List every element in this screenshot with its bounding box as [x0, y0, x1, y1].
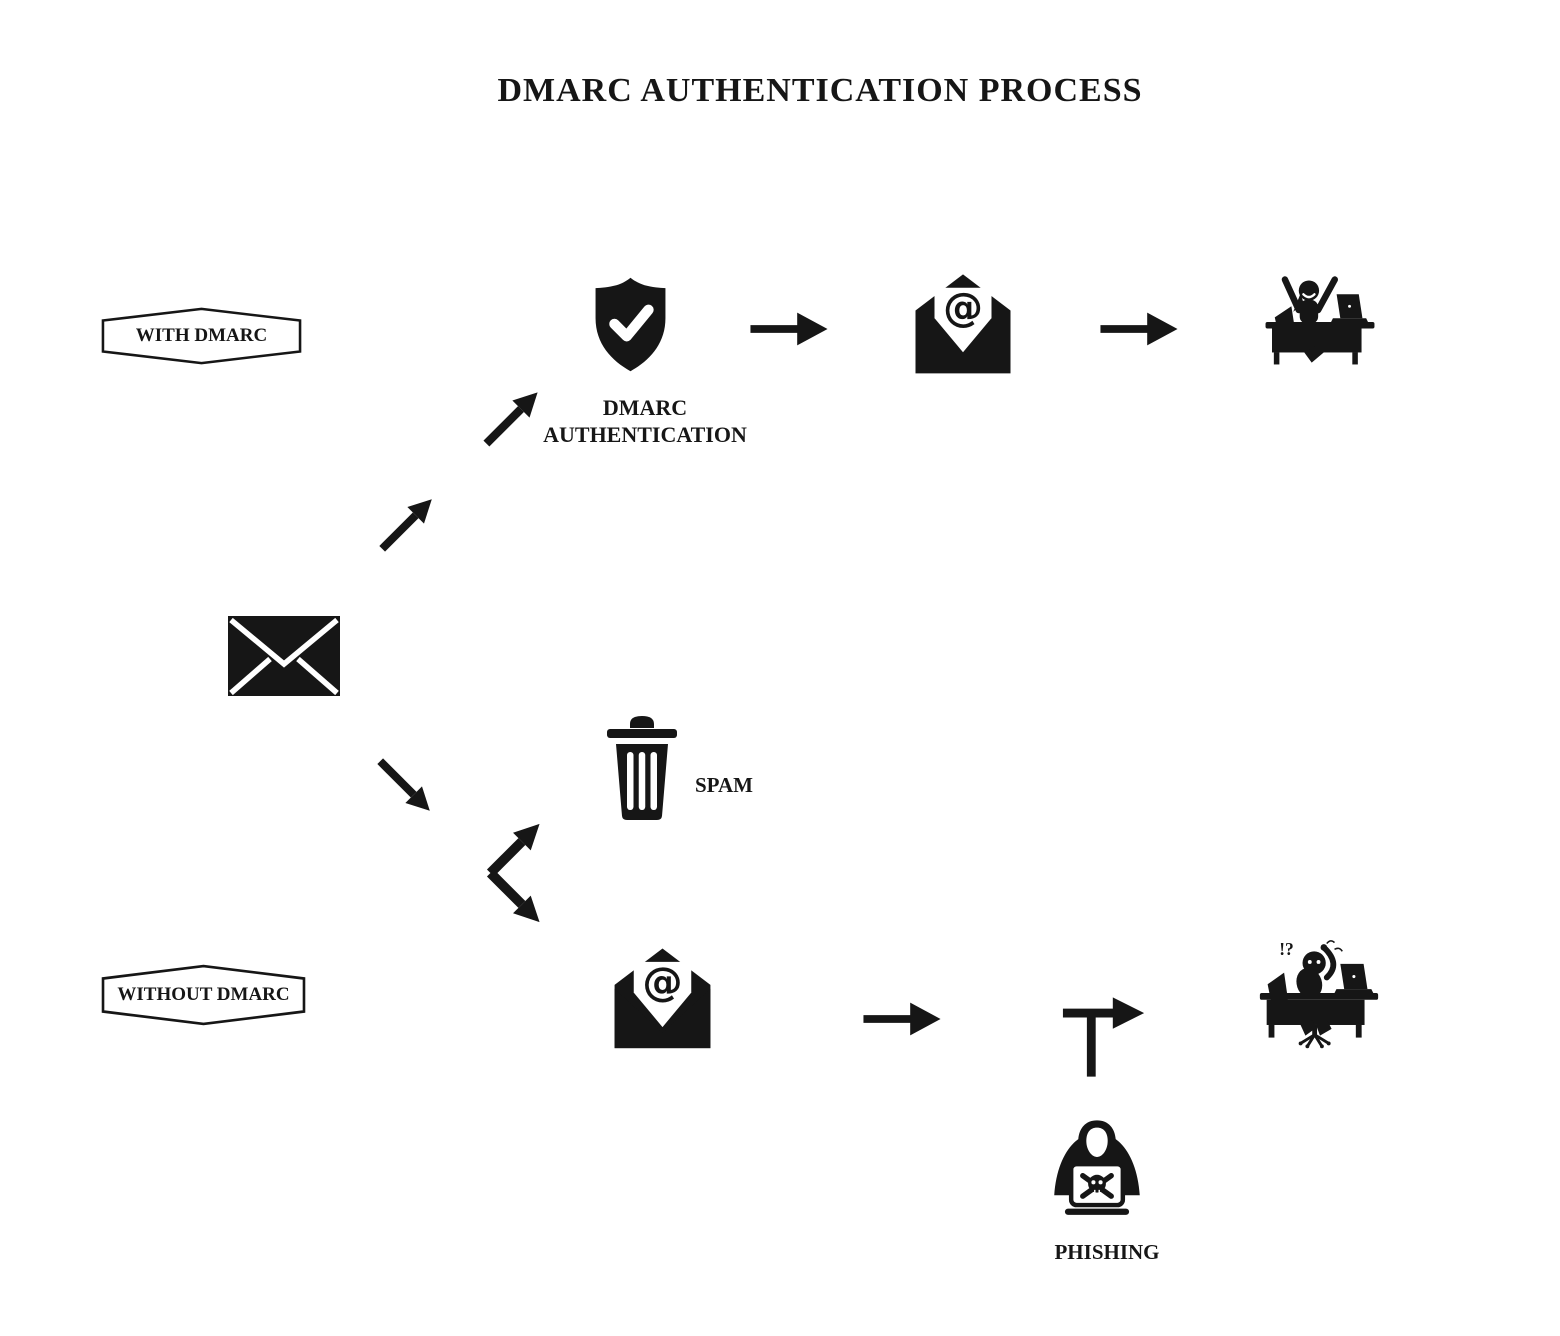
without-dmarc-badge: WITHOUT DMARC	[100, 963, 307, 1027]
with-dmarc-badge-label: WITH DMARC	[135, 325, 268, 346]
phishing-label: PHISHING	[1054, 1240, 1160, 1264]
arrow-right-icon	[748, 306, 830, 352]
happy-user-at-desk-icon	[1260, 266, 1380, 378]
arrow-down-right-icon	[374, 755, 436, 817]
arrow-right-icon	[1098, 306, 1180, 352]
hexagon-badge-shape	[101, 307, 302, 365]
shield-check-icon	[588, 273, 673, 374]
confused-user-at-desk-icon: !?	[1256, 933, 1382, 1053]
arrow-up-right-icon	[376, 493, 438, 555]
page-title: DMARC AUTHENTICATION PROCESS	[497, 72, 1143, 109]
arrow-right-icon	[861, 996, 943, 1042]
at-symbol: @	[642, 959, 682, 1005]
arrow-up-right-icon	[480, 386, 544, 450]
dmarc-authentication-label-line1: DMARC	[602, 395, 688, 420]
open-email-at-icon: @	[905, 263, 1021, 377]
dmarc-authentication-label: DMARC AUTHENTICATION	[515, 394, 775, 448]
without-dmarc-badge-label: WITHOUT DMARC	[117, 984, 290, 1005]
confusion-marks: !?	[1279, 939, 1294, 959]
hacker-laptop-skull-icon	[1048, 1116, 1146, 1230]
closed-envelope-icon	[228, 616, 340, 696]
dmarc-authentication-label-line2: AUTHENTICATION	[543, 422, 747, 447]
at-symbol: @	[943, 285, 983, 331]
spam-label: SPAM	[695, 773, 753, 797]
hexagon-badge-shape	[101, 964, 306, 1026]
junction-arrow-icon	[1060, 996, 1148, 1080]
open-email-at-icon: @	[604, 937, 721, 1052]
with-dmarc-badge: WITH DMARC	[100, 306, 303, 366]
trash-can-icon	[597, 714, 687, 823]
branch-arrows-icon	[484, 817, 546, 930]
